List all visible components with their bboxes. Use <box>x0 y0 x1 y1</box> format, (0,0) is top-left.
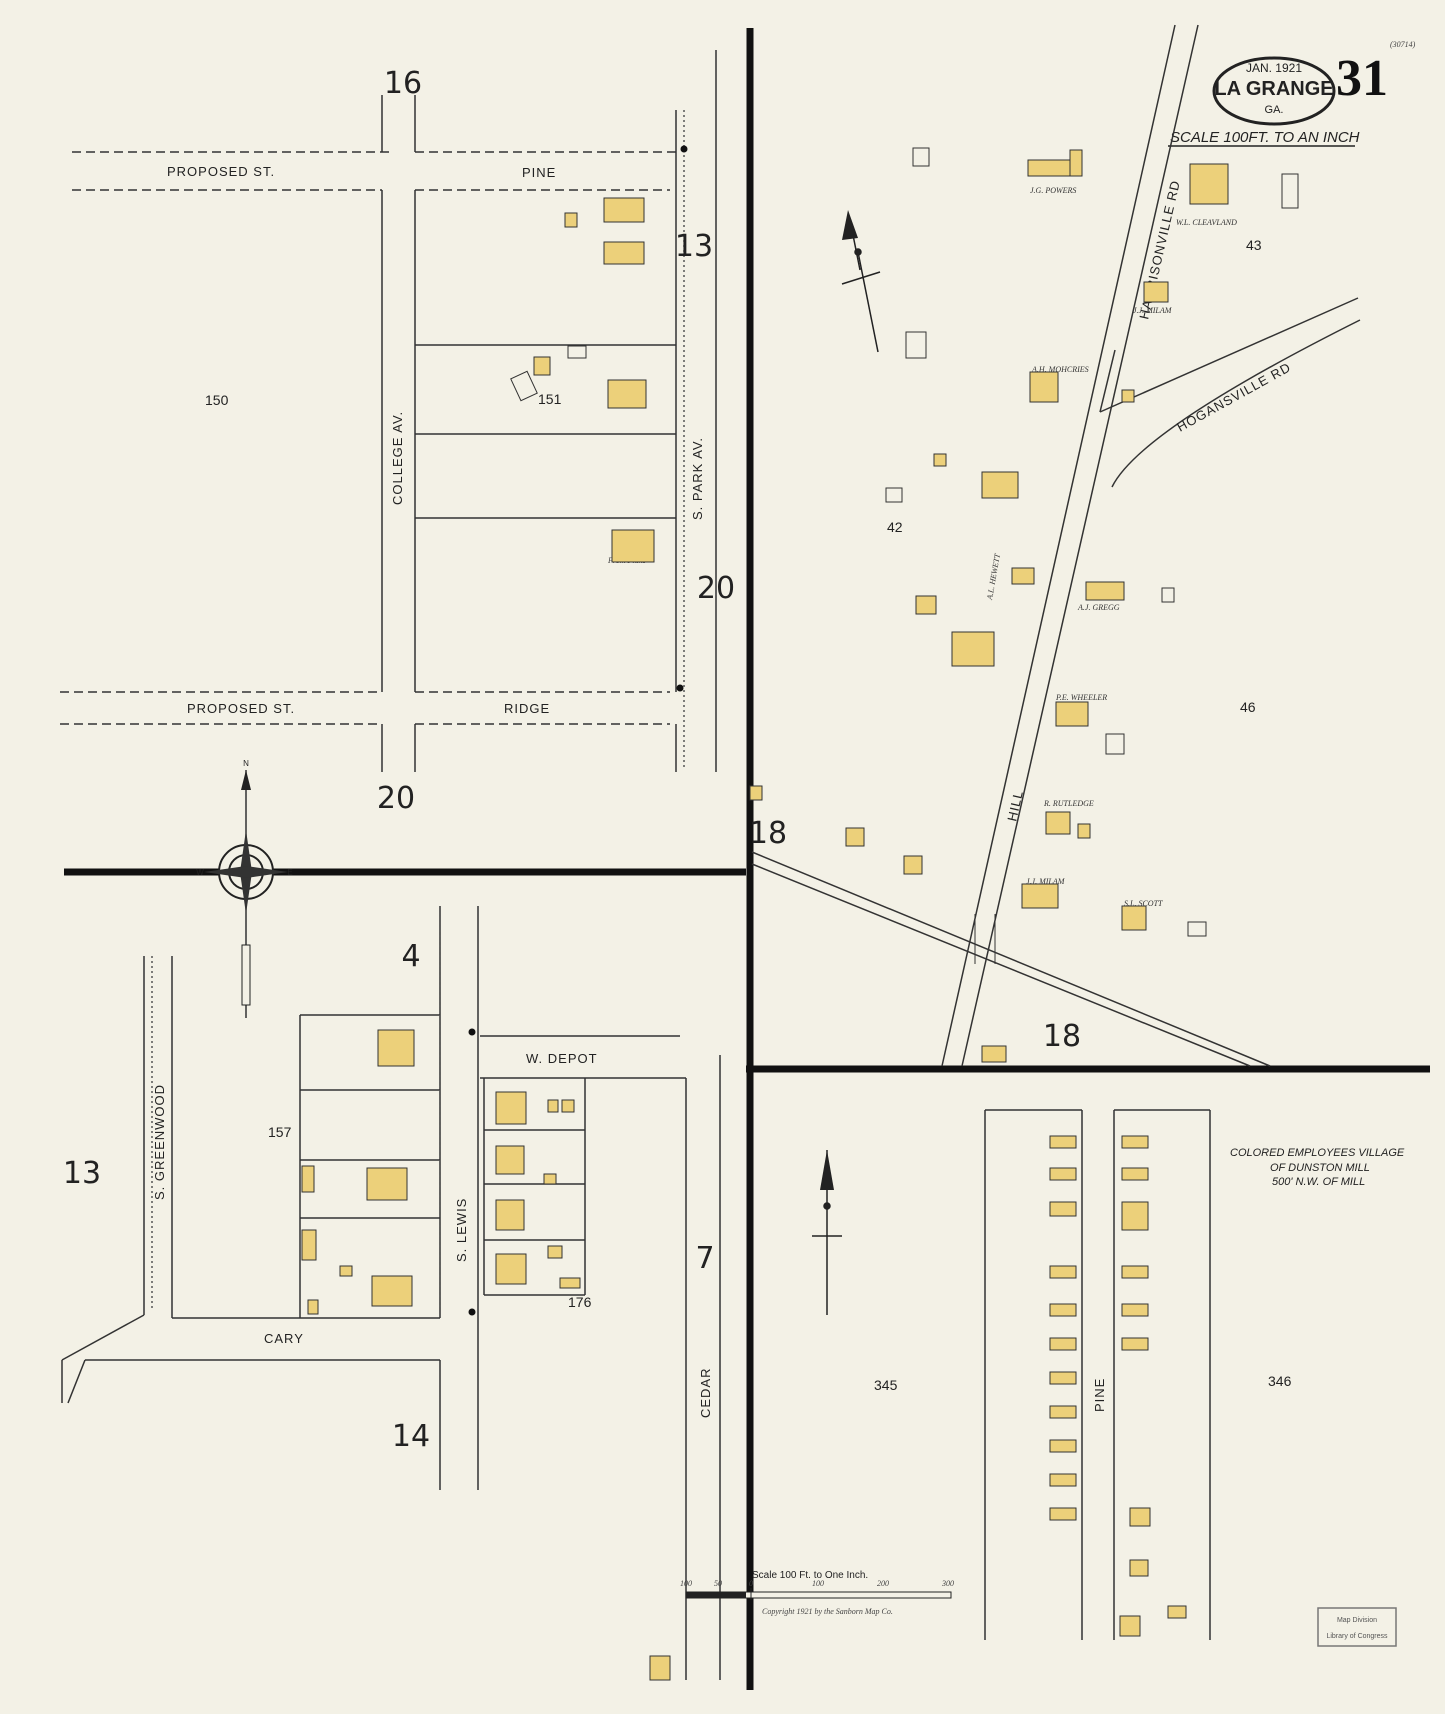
block-176: 176 <box>568 1294 592 1310</box>
owner-hewett: A.L. HEWETT <box>985 552 1002 601</box>
block-157: 157 <box>268 1124 292 1140</box>
block-346: 346 <box>1268 1373 1292 1389</box>
adjacent-sheet-18-b: 18 <box>1043 1019 1081 1054</box>
buildings-block-151 <box>510 145 688 692</box>
street-proposed-st-bottom: PROPOSED ST. <box>187 701 295 716</box>
street-cedar: CEDAR <box>698 1367 713 1418</box>
adjacent-sheet-20-bottom: 20 <box>377 781 415 816</box>
street-hill: HILL <box>1004 789 1026 823</box>
sheet-number: 31 <box>1336 50 1388 107</box>
compass-north: N <box>243 759 249 768</box>
buildings-village <box>1049 1135 1187 1637</box>
north-arrow-top <box>841 210 881 353</box>
village-note-1: COLORED EMPLOYEES VILLAGE <box>1230 1147 1405 1159</box>
street-college-av: COLLEGE AV. <box>390 411 405 505</box>
adjacent-sheet-13-left: 13 <box>63 1156 101 1191</box>
owner-scott: S.L. SCOTT <box>1124 899 1163 908</box>
stamp-line-2: Library of Congress <box>1326 1633 1388 1640</box>
compass-west: W <box>196 868 204 877</box>
block-150: 150 <box>205 392 229 408</box>
scale-tick-0: 0 <box>749 1579 753 1588</box>
street-ridge: RIDGE <box>504 701 550 716</box>
owner-milam-2: J.J. MILAM <box>1026 877 1066 886</box>
adjacent-sheet-4: 4 <box>401 939 420 974</box>
scale-bar: Scale 100 Ft. to One Inch. 100 50 0 100 … <box>680 1570 954 1616</box>
stamp-line-1: Map Division <box>1337 1617 1377 1624</box>
block-43: 43 <box>1246 237 1262 253</box>
north-arrow-bottom <box>812 1150 842 1315</box>
street-pine-bottom: PINE <box>1092 1378 1107 1412</box>
street-pine-top: PINE <box>522 165 556 180</box>
adjacent-sheet-16: 16 <box>384 66 422 101</box>
compass-east: E <box>287 868 292 877</box>
corner-note: (30714) <box>1390 40 1416 49</box>
street-s-greenwood: S. GREENWOOD <box>152 1084 167 1200</box>
scale-note: SCALE 100FT. TO AN INCH <box>1170 129 1360 146</box>
streets-top-right <box>751 24 1361 1067</box>
street-cary: CARY <box>264 1331 304 1346</box>
map-date: JAN. 1921 <box>1246 61 1302 75</box>
scale-tick-100: 100 <box>812 1579 824 1588</box>
owner-cleavland: W.L. CLEAVLAND <box>1176 218 1237 227</box>
scale-tick-50: 50 <box>714 1579 722 1588</box>
buildings-top-right <box>749 147 1299 1063</box>
map-state: GA. <box>1265 104 1284 116</box>
village-note-2: OF DUNSTON MILL <box>1270 1162 1370 1174</box>
streets-top-left <box>60 50 717 772</box>
block-151: 151 <box>538 391 562 407</box>
scale-tick-100-left: 100 <box>680 1579 692 1588</box>
owner-rutledge: R. RUTLEDGE <box>1043 799 1094 808</box>
street-s-lewis: S. LEWIS <box>454 1198 469 1262</box>
street-s-park-av: S. PARK AV. <box>690 437 705 520</box>
block-46: 46 <box>1240 699 1256 715</box>
owner-milam-1: J.J. MILAM <box>1133 306 1173 315</box>
owner-gregg: A.J. GREGG <box>1077 603 1120 612</box>
block-42: 42 <box>887 519 903 535</box>
scale-bottom-label: Scale 100 Ft. to One Inch. <box>752 1570 868 1581</box>
street-w-depot: W. DEPOT <box>526 1051 598 1066</box>
owner-wheeler: P.E. WHEELER <box>1055 693 1107 702</box>
street-proposed-st-top: PROPOSED ST. <box>167 164 275 179</box>
streets-bottom-left <box>61 906 721 1680</box>
copyright: Copyright 1921 by the Sanborn Map Co. <box>762 1607 893 1616</box>
scale-tick-200: 200 <box>877 1579 889 1588</box>
compass-rose: N W E <box>196 759 293 1018</box>
railroad-track <box>974 914 996 964</box>
block-345: 345 <box>874 1377 898 1393</box>
owner-powers: J.G. POWERS <box>1030 186 1076 195</box>
adjacent-sheet-13-right: 13 <box>675 229 713 264</box>
scale-tick-300: 300 <box>941 1579 954 1588</box>
adjacent-sheet-7: 7 <box>695 1241 714 1276</box>
library-stamp: Map Division Library of Congress <box>1317 1607 1397 1647</box>
owner-mohcries: A.H. MOHCRIES <box>1031 365 1089 374</box>
sheet-boundaries <box>64 28 1430 1690</box>
village-note-3: 500' N.W. OF MILL <box>1272 1176 1365 1188</box>
adjacent-sheet-14: 14 <box>392 1419 430 1454</box>
streets-bottom-right <box>984 1109 1211 1640</box>
adjacent-sheet-18-a: 18 <box>749 816 787 851</box>
title-cartouche: JAN. 1921 LA GRANGE GA. <box>1212 56 1336 126</box>
buildings-bottom-left <box>301 1028 671 1681</box>
adjacent-sheet-20-mid: 20 <box>697 571 735 606</box>
map-city: LA GRANGE <box>1214 78 1333 100</box>
